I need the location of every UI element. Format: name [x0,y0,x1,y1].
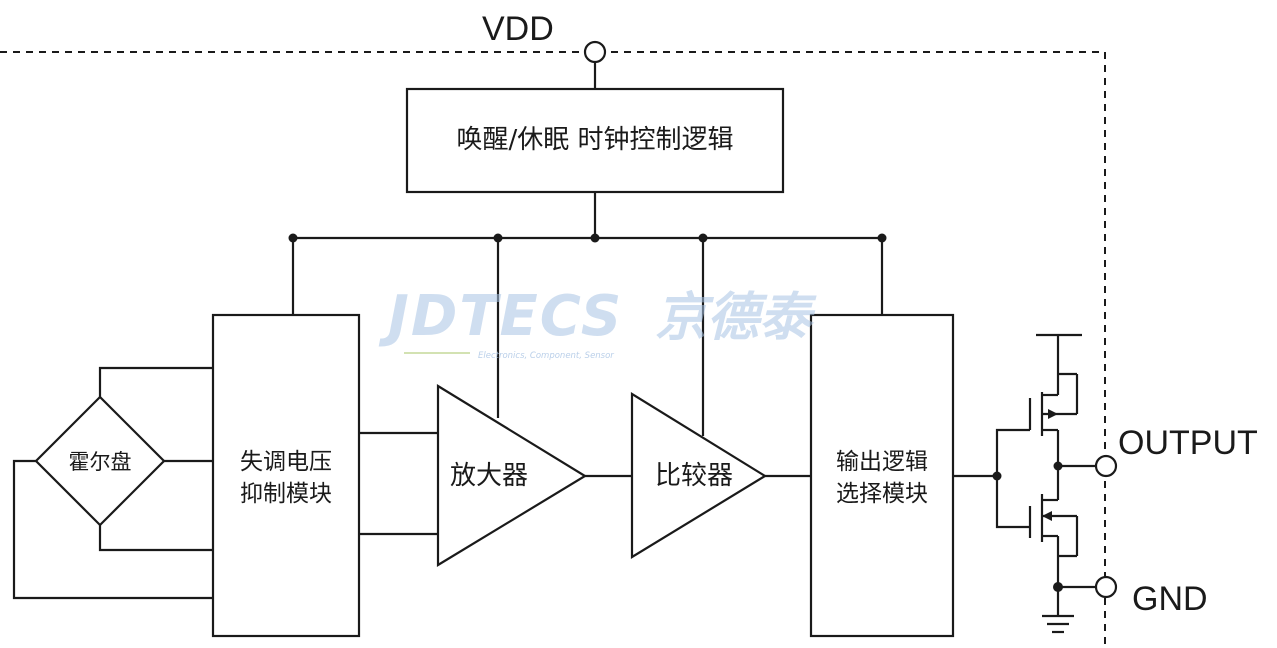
hall-bottom-wire [98,525,213,552]
vdd-pin-terminal [583,40,607,64]
output-pin-terminal [1094,454,1118,478]
svg-text:Electronics, Component, Sensor: Electronics, Component, Sensor [478,351,614,361]
junction-dot [288,233,298,243]
vdd-pin-label: VDD [482,10,554,48]
hall-left-wire [12,459,213,600]
amplifier-label: 放大器 [450,461,528,491]
amplifier [436,384,588,567]
bottom-mosfet [1028,466,1079,586]
clock-control-block [405,87,785,194]
clock-control-label: 唤醒/休眠 时钟控制逻辑 [456,125,733,155]
hall-top-wire [98,366,213,397]
gate-wire-top [995,428,1030,476]
ground-symbol [1042,587,1074,634]
junction-dot [877,233,887,243]
junction-dot [698,233,708,243]
svg-text:京德泰: 京德泰 [655,288,817,348]
offset-suppression-block [211,313,361,638]
junction-dot [590,233,600,243]
junction-dot [493,233,503,243]
output-pin-label: OUTPUT [1118,424,1258,462]
gnd-pin-terminal [1094,575,1118,599]
output-logic-label-line1: 输出逻辑 [836,449,928,475]
offset-suppression-label-line2: 抑制模块 [240,481,332,507]
chip-boundary [0,51,1106,648]
top-mosfet [1028,333,1082,466]
watermark-logo: JDTECS 京德泰 Electronics, Component, Senso… [378,284,817,361]
gnd-pin-label: GND [1132,580,1208,618]
hall-plate-label: 霍尔盘 [69,450,132,474]
offset-suppression-label-line1: 失调电压 [240,449,332,475]
output-logic-label-line2: 选择模块 [836,481,928,507]
svg-text:JDTECS: JDTECS [378,284,623,349]
comparator-label: 比较器 [655,461,733,491]
comparator [630,392,768,559]
gate-wire-bottom [995,476,1030,529]
output-logic-block [809,313,955,638]
